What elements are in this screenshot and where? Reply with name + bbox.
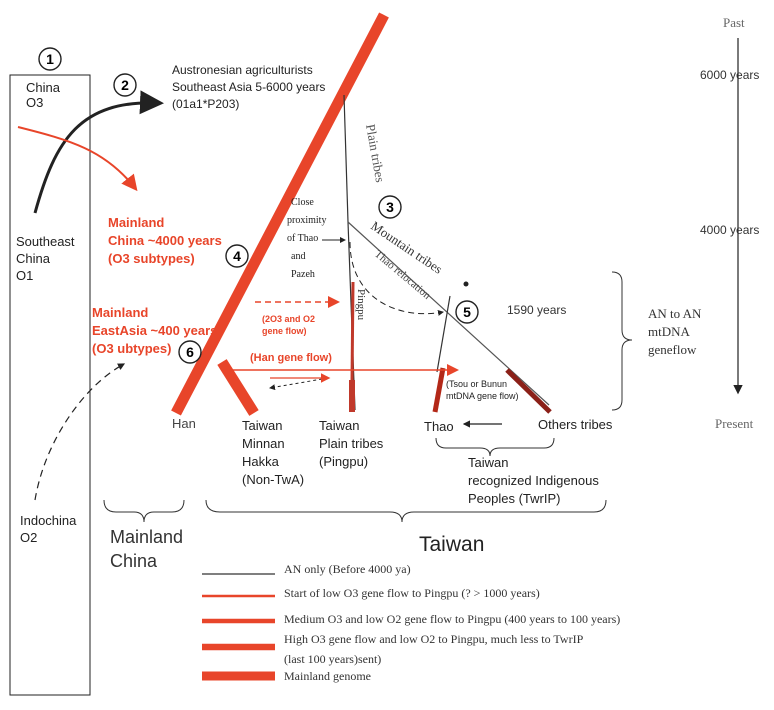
others-red-branch: [505, 368, 552, 414]
thao-black-line: [436, 295, 451, 373]
svg-text:3: 3: [386, 199, 394, 215]
mainland-bracket: [103, 499, 185, 523]
legend: AN only (Before 4000 ya) Start of low O3…: [202, 562, 620, 683]
han-flow-label: (Han gene flow): [250, 352, 332, 364]
se-china-label: Southeast China O1: [16, 234, 78, 283]
mainland-china-4000-label: Mainland China ~4000 years (O3 subtypes): [108, 215, 225, 266]
close-proximity-label: Close proximity of Thao and Pazeh: [287, 197, 329, 280]
marker-4: 4: [225, 244, 249, 268]
legend-item-an: AN only (Before 4000 ya): [284, 562, 411, 576]
taiwan-group-label: Taiwan: [419, 533, 484, 556]
legend-item-medium: Medium O3 and low O2 gene flow to Pingpu…: [284, 612, 620, 626]
an-to-an-label: AN to AN mtDNA geneflow: [648, 306, 705, 357]
marker-5: 5: [455, 300, 479, 324]
left-region-box: [9, 74, 91, 696]
tsou-bunun-label: (Tsou or Bunun mtDNA gene flow): [446, 379, 519, 401]
mainland-eastasia-label: Mainland EastAsia ~400 years (O3 ubtypes…: [92, 305, 221, 356]
svg-text:1: 1: [46, 51, 54, 67]
austronesian-label: Austronesian agriculturists Southeast As…: [172, 63, 329, 111]
marker-1: 1: [38, 47, 62, 71]
pingpu-red-thin: [350, 281, 355, 383]
pingpu-branch-label: Pingpu: [355, 289, 367, 321]
timeline-4000: 4000 years: [700, 223, 759, 237]
legend-item-low: Start of low O3 gene flow to Pingpu (? >…: [284, 586, 540, 600]
mountain-tribes-line: [347, 221, 550, 406]
thao-label: Thao: [424, 419, 454, 434]
dot-marker: [463, 281, 469, 287]
taiwan-bracket: [205, 499, 607, 523]
timeline-1590: 1590 years: [507, 303, 566, 317]
marker-2: 2: [113, 73, 137, 97]
plain-tribes-label: Plain tribes: [363, 123, 388, 184]
taiwan-minnan-label: Taiwan Minnan Hakka (Non-TwA): [242, 418, 304, 487]
marker-3: 3: [378, 195, 402, 219]
red-migration-arrow: [17, 126, 138, 192]
thao-red-branch: [432, 367, 446, 413]
thao-relocation-arrow: [349, 241, 444, 316]
o3-o2-flow-label: (2O3 and O2 gene flow): [262, 314, 318, 336]
legend-item-mainland: Mainland genome: [284, 669, 371, 683]
an-stem-line: [343, 94, 349, 223]
svg-text:5: 5: [463, 304, 471, 320]
svg-text:4: 4: [233, 248, 241, 264]
timeline-past: Past: [723, 15, 745, 30]
main-red-trunk: [171, 12, 389, 416]
twrip-label: Taiwan recognized Indigenous Peoples (Tw…: [468, 455, 602, 506]
marker-6: 6: [178, 340, 202, 364]
an-bracket: [611, 271, 633, 411]
taiwan-plain-label: Taiwan Plain tribes (Pingpu): [319, 418, 387, 469]
han-label: Han: [172, 416, 196, 431]
minnan-red-branch: [217, 359, 259, 416]
legend-item-high-cont: (last 100 years)sent): [284, 652, 381, 666]
others-tribes-label: Others tribes: [538, 417, 613, 432]
timeline-present: Present: [715, 416, 754, 431]
indochina-dashed-arrow: [34, 363, 126, 501]
svg-text:6: 6: [186, 344, 194, 360]
black-migration-arrow: [33, 90, 164, 214]
twrip-bracket: [435, 437, 555, 457]
legend-item-high: High O3 gene flow and low O2 to Pingpu, …: [284, 632, 584, 646]
timeline-6000: 6000 years: [700, 68, 759, 82]
mainland-china-group-label: Mainland China: [110, 527, 188, 571]
svg-text:2: 2: [121, 77, 129, 93]
china-o3-label: China O3: [26, 80, 64, 110]
return-flow-arrow: [269, 377, 329, 391]
indochina-label: Indochina O2: [20, 513, 80, 545]
